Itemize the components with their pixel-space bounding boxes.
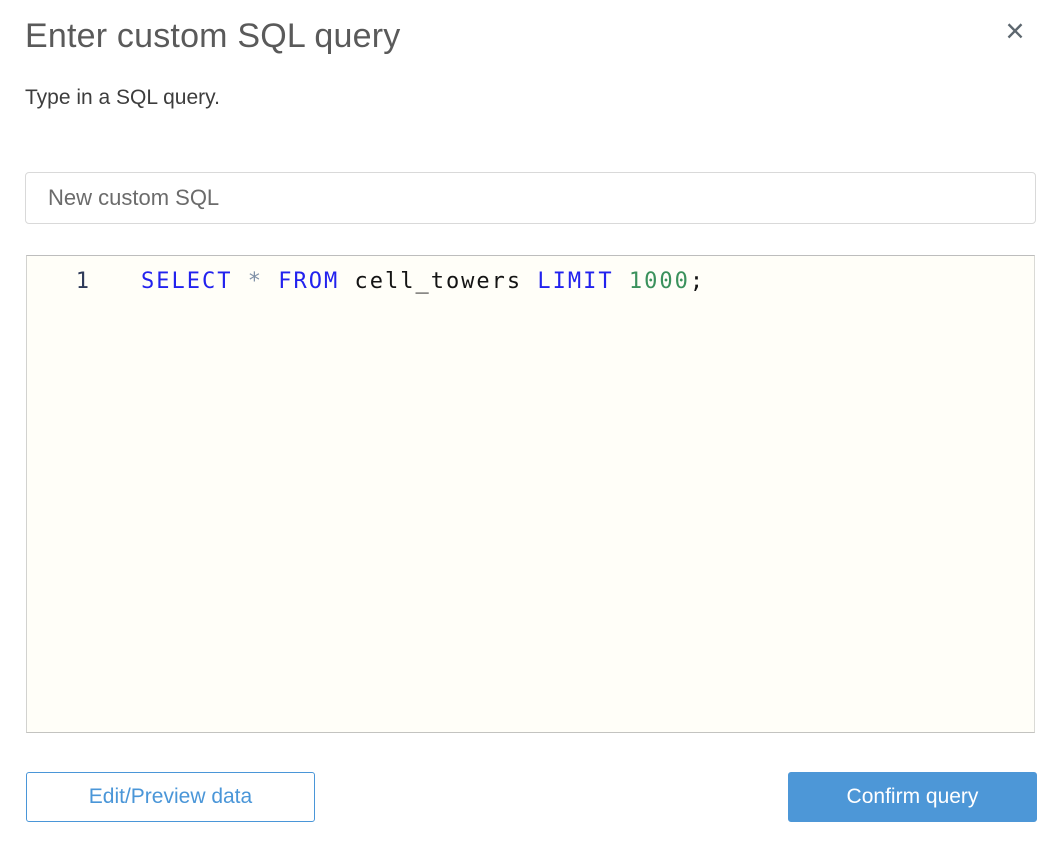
close-icon[interactable]: × <box>998 14 1032 48</box>
sql-editor[interactable]: 1 SELECT * FROM cell_towers LIMIT 1000; <box>26 255 1035 733</box>
code-token-number: 1000 <box>628 269 690 294</box>
code-token-plain <box>263 269 278 294</box>
editor-gutter: 1 <box>27 256 89 297</box>
code-token-plain: ; <box>689 269 706 294</box>
code-token-identifier: cell_towers <box>354 269 523 294</box>
code-area[interactable]: SELECT * FROM cell_towers LIMIT 1000; <box>89 256 1034 297</box>
code-token-plain <box>522 269 537 294</box>
line-number: 1 <box>75 269 89 294</box>
code-token-plain <box>339 269 354 294</box>
confirm-query-button[interactable]: Confirm query <box>788 772 1037 822</box>
code-line[interactable]: SELECT * FROM cell_towers LIMIT 1000; <box>141 267 1034 297</box>
code-token-keyword: SELECT <box>141 269 233 294</box>
edit-preview-button[interactable]: Edit/Preview data <box>26 772 315 822</box>
code-token-plain <box>614 269 629 294</box>
page-title: Enter custom SQL query <box>25 17 401 55</box>
code-token-plain <box>232 269 247 294</box>
code-token-keyword: LIMIT <box>537 269 614 294</box>
dialog-subtitle: Type in a SQL query. <box>25 86 220 109</box>
code-token-operator: * <box>247 269 263 294</box>
query-name-input[interactable] <box>25 172 1036 224</box>
code-token-keyword: FROM <box>278 269 340 294</box>
